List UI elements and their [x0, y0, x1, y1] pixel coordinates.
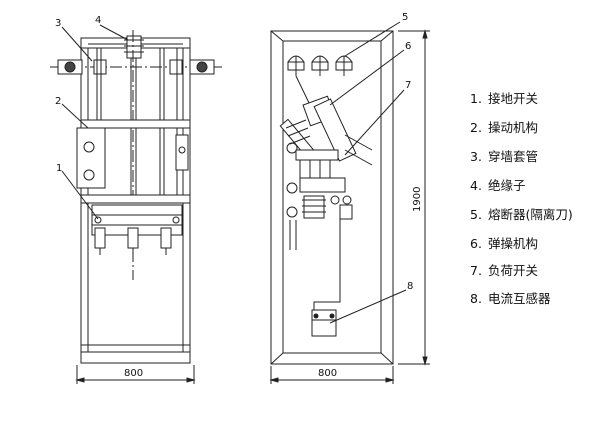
legend-item-4: 4.绝缘子 — [470, 178, 525, 193]
right-width-label: 800 — [318, 368, 337, 379]
callout-3: 3 — [55, 18, 61, 29]
side-view — [269, 21, 430, 384]
front-view — [50, 24, 225, 384]
callout-6: 6 — [405, 41, 411, 52]
legend-item-3: 3.穿墙套管 — [470, 149, 538, 164]
left-width-label: 800 — [124, 368, 143, 379]
legend-item-2: 2.操动机构 — [470, 120, 538, 135]
legend-item-5: 5.熔断器(隔离刀) — [470, 207, 573, 222]
callout-7: 7 — [405, 80, 411, 91]
callout-5: 5 — [402, 12, 408, 23]
callout-2: 2 — [55, 96, 61, 107]
callout-8: 8 — [407, 281, 413, 292]
callout-4: 4 — [95, 15, 101, 26]
legend: 1.接地开关 2.操动机构 3.穿墙套管 4.绝缘子 5.熔断器(隔离刀) 6.… — [470, 91, 573, 306]
callout-1: 1 — [56, 163, 62, 174]
legend-item-8: 8.电流互感器 — [470, 291, 551, 306]
legend-item-6: 6.弹操机构 — [470, 236, 538, 251]
height-label: 1900 — [412, 187, 423, 212]
legend-item-1: 1.接地开关 — [470, 91, 538, 106]
legend-item-7: 7.负荷开关 — [470, 263, 538, 278]
